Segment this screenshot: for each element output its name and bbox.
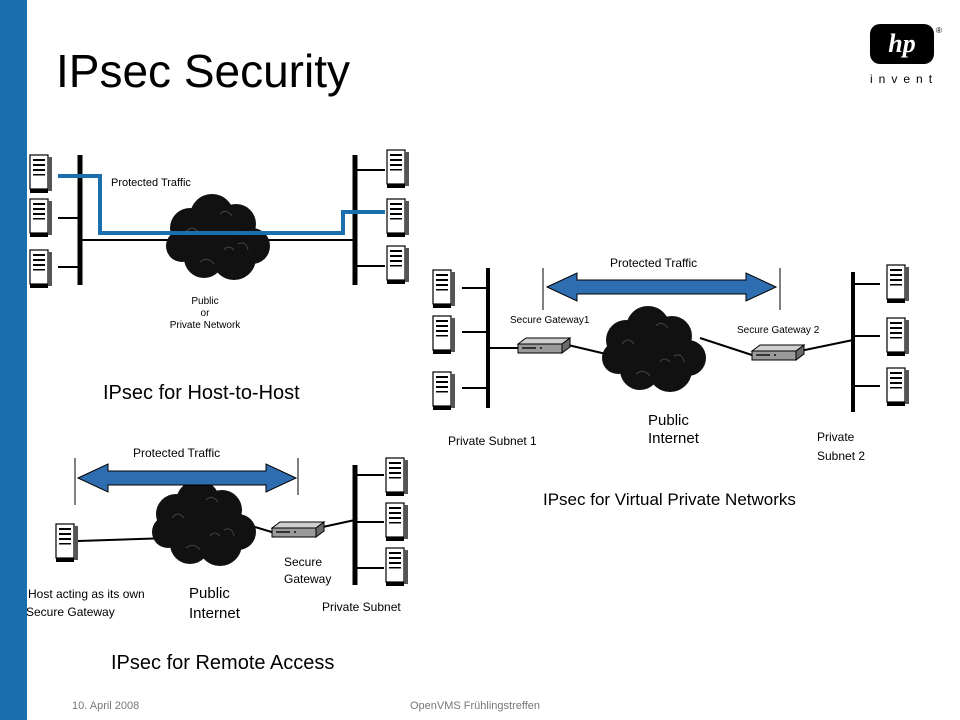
vpn-caption: IPsec for Virtual Private Networks bbox=[543, 490, 796, 509]
server-icon bbox=[29, 198, 53, 238]
server-icon bbox=[29, 154, 53, 194]
footer-date: 10. April 2008 bbox=[72, 700, 140, 712]
vpn-internet-label-line2: Internet bbox=[648, 430, 699, 447]
server-icon bbox=[886, 317, 910, 357]
server-icon bbox=[385, 457, 409, 497]
server-icon bbox=[432, 315, 456, 355]
gateway-router-icon bbox=[517, 337, 571, 354]
protected-traffic-path bbox=[58, 174, 385, 235]
server-icon bbox=[886, 367, 910, 407]
server-icon bbox=[385, 547, 409, 587]
gateway-router-icon bbox=[271, 521, 325, 538]
vpn-gateway1-label: Secure Gateway1 bbox=[510, 315, 590, 326]
hp-logo-mark: hp bbox=[870, 24, 934, 64]
server-icon bbox=[29, 249, 53, 289]
server-icon bbox=[386, 198, 410, 238]
server-icon bbox=[432, 269, 456, 309]
remote-host-label-line1: Host acting as its own bbox=[28, 587, 145, 601]
remote-subnet-label: Private Subnet bbox=[322, 600, 401, 614]
server-icon bbox=[385, 502, 409, 542]
vpn-subnet1-label: Private Subnet 1 bbox=[448, 434, 537, 448]
double-arrow-icon bbox=[76, 463, 298, 493]
vpn-subnet2-label-line2: Subnet 2 bbox=[817, 449, 866, 463]
accent-side-bar bbox=[0, 0, 27, 720]
server-icon bbox=[386, 245, 410, 285]
vpn-protected-traffic-label: Protected Traffic bbox=[610, 256, 698, 270]
server-icon bbox=[386, 149, 410, 189]
logo-tagline: invent bbox=[870, 72, 939, 86]
server-icon bbox=[886, 264, 910, 304]
server-icon bbox=[432, 371, 456, 411]
gateway-router-icon bbox=[751, 344, 805, 361]
remote-host-label-line2: Secure Gateway bbox=[26, 605, 115, 619]
hp-logo: hp ® invent bbox=[866, 24, 946, 86]
remote-access-diagram bbox=[55, 457, 409, 587]
double-arrow-icon bbox=[545, 272, 778, 302]
cloud-icon bbox=[601, 305, 707, 393]
server-icon bbox=[55, 523, 79, 563]
vpn-gateway2-label: Secure Gateway 2 bbox=[737, 325, 820, 336]
vpn-internet-label-line1: Public bbox=[648, 412, 689, 429]
h2h-caption: IPsec for Host-to-Host bbox=[103, 382, 300, 404]
remote-caption: IPsec for Remote Access bbox=[111, 652, 335, 674]
remote-gateway-label-line1: Secure bbox=[284, 555, 323, 569]
remote-protected-traffic-label: Protected Traffic bbox=[133, 446, 221, 460]
vpn-diagram bbox=[432, 264, 910, 412]
remote-gateway-label-line2: Gateway bbox=[284, 572, 332, 586]
host-to-host-diagram bbox=[29, 149, 410, 289]
remote-internet-label-line2: Internet bbox=[189, 605, 240, 622]
h2h-network-label-line2: or bbox=[200, 308, 210, 319]
h2h-network-label-line1: Public bbox=[191, 296, 219, 307]
cloud-icon bbox=[165, 193, 271, 281]
footer-event: OpenVMS Frühlingstreffen bbox=[410, 700, 541, 712]
h2h-protected-traffic-label: Protected Traffic bbox=[111, 177, 191, 189]
remote-internet-label-line1: Public bbox=[189, 585, 230, 602]
vpn-subnet2-label-line1: Private bbox=[817, 430, 855, 444]
cloud-icon bbox=[151, 479, 257, 567]
page-title: IPsec Security bbox=[56, 45, 350, 97]
logo-trademark: ® bbox=[936, 26, 942, 35]
h2h-network-label-line3: Private Network bbox=[169, 320, 241, 331]
